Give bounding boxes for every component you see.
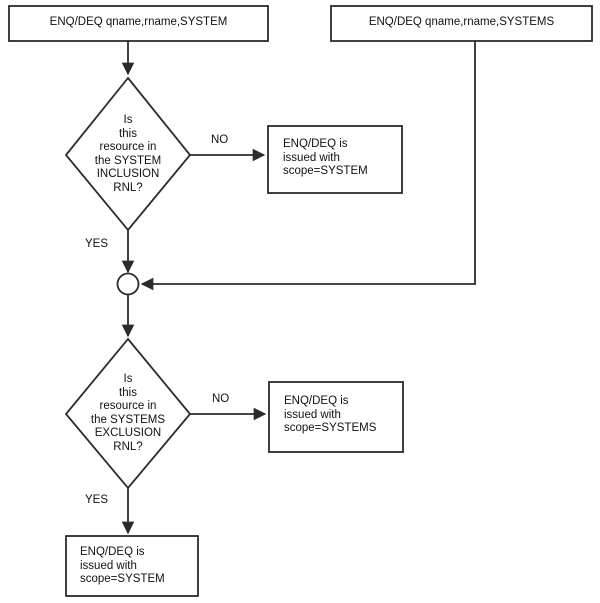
edge-start-right-to-junction: [140, 41, 476, 291]
node-start-right-shape: [330, 5, 593, 42]
edge-label-exclusion-yes: YES: [85, 494, 109, 506]
node-result-final-yes-shape: [65, 535, 199, 597]
edge-label-exclusion-no: NO: [212, 393, 230, 405]
node-result-inclusion-no-shape: [267, 125, 403, 194]
node-start-left-shape: [8, 5, 269, 42]
node-decision-exclusion-shape: [64, 337, 192, 490]
edge-label-inclusion-no: NO: [211, 134, 229, 146]
edge-label-inclusion-yes: YES: [85, 238, 109, 250]
node-junction-shape: [116, 272, 140, 296]
node-decision-inclusion-shape: [64, 76, 192, 232]
node-result-exclusion-no-shape: [268, 381, 404, 453]
